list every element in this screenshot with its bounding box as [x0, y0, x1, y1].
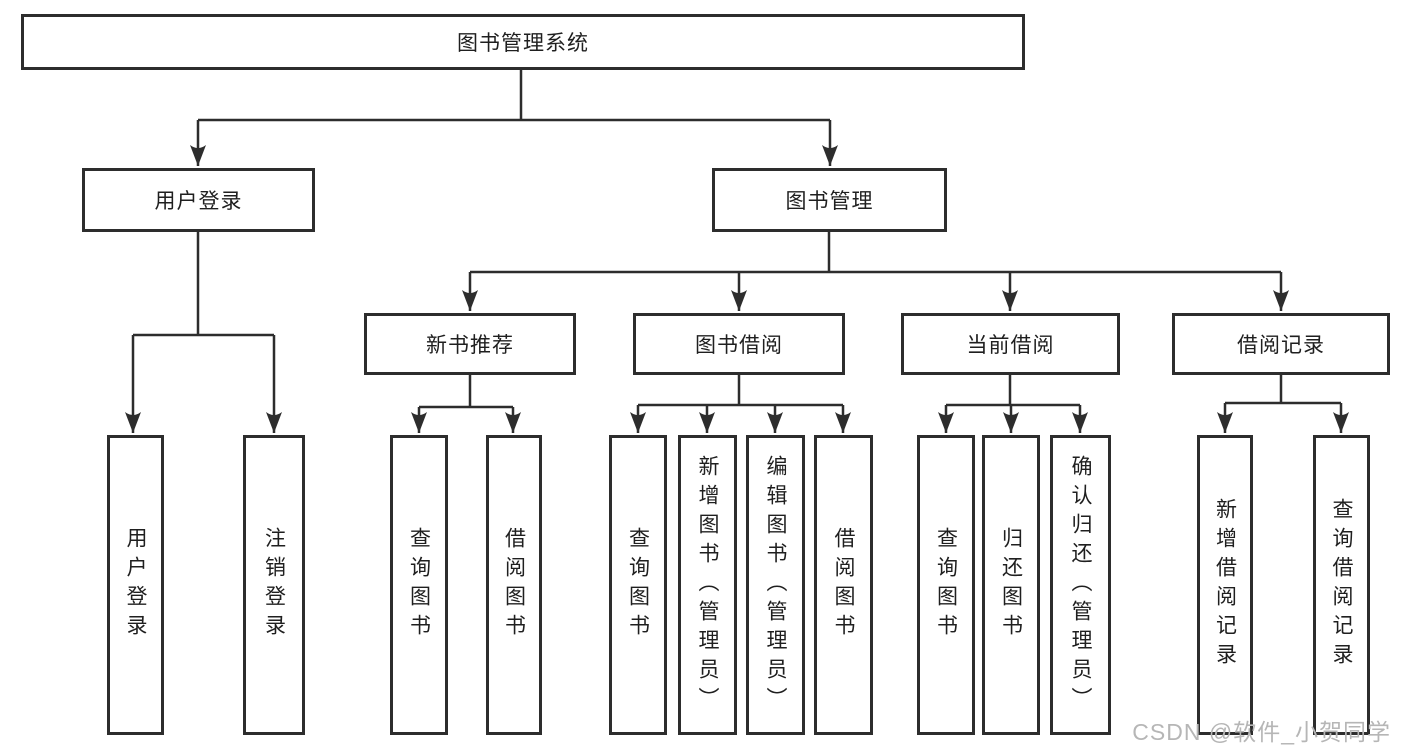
- node-label: 新增图书（管理员）: [696, 454, 719, 716]
- node-label: 新增借阅记录: [1213, 498, 1237, 672]
- node-label: 用户登录: [154, 190, 243, 213]
- node-label: 图书管理系统: [457, 32, 589, 55]
- connector-borrow: [638, 375, 843, 407]
- node-user-login: 用户登录: [107, 435, 164, 735]
- node-current-borrowing: 当前借阅: [901, 313, 1120, 375]
- node-new-book-recommend: 新书推荐: [364, 313, 576, 375]
- node-label: 归还图书: [999, 527, 1023, 643]
- node-label: 确认归还（管理员）: [1069, 454, 1092, 716]
- connector-records: [1225, 375, 1341, 405]
- node-label: 查询图书: [626, 527, 650, 643]
- connector-userlogin: [133, 232, 274, 337]
- node-user-login-group: 用户登录: [82, 168, 315, 232]
- node-edit-books-admin: 编辑图书（管理员）: [746, 435, 805, 735]
- node-label: 借阅图书: [502, 527, 526, 643]
- node-query-books: 查询图书: [390, 435, 448, 735]
- node-label: 当前借阅: [966, 334, 1055, 357]
- node-query-books: 查询图书: [917, 435, 975, 735]
- node-add-books-admin: 新增图书（管理员）: [678, 435, 737, 735]
- node-label: 查询图书: [934, 527, 958, 643]
- node-label: 图书管理: [785, 190, 874, 213]
- node-book-management: 图书管理: [712, 168, 947, 232]
- node-label: 查询借阅记录: [1330, 498, 1353, 672]
- csdn-watermark: CSDN @软件_小贺同学: [1132, 719, 1391, 745]
- node-label: 用户登录: [124, 527, 147, 643]
- node-borrow-books: 借阅图书: [486, 435, 542, 735]
- connector-root: [198, 70, 830, 122]
- node-query-books: 查询图书: [609, 435, 667, 735]
- node-borrow-records: 借阅记录: [1172, 313, 1390, 375]
- node-book-borrowing: 图书借阅: [633, 313, 845, 375]
- node-return-books: 归还图书: [982, 435, 1040, 735]
- node-label: 查询图书: [407, 527, 431, 643]
- node-query-borrow-record: 查询借阅记录: [1313, 435, 1370, 735]
- node-label: 借阅记录: [1237, 334, 1325, 357]
- connector-bookmgmt: [470, 232, 1281, 274]
- connector-newbook: [419, 375, 513, 409]
- node-library-management-system: 图书管理系统: [21, 14, 1025, 70]
- node-add-borrow-record: 新增借阅记录: [1197, 435, 1253, 735]
- node-logout: 注销登录: [243, 435, 305, 735]
- node-borrow-books: 借阅图书: [814, 435, 873, 735]
- connector-current: [946, 375, 1080, 407]
- node-label: 注销登录: [262, 527, 286, 643]
- node-label: 新书推荐: [426, 334, 514, 357]
- node-label: 编辑图书（管理员）: [764, 454, 787, 716]
- node-confirm-return-admin: 确认归还（管理员）: [1050, 435, 1111, 735]
- node-label: 借阅图书: [832, 527, 855, 643]
- node-label: 图书借阅: [695, 334, 783, 357]
